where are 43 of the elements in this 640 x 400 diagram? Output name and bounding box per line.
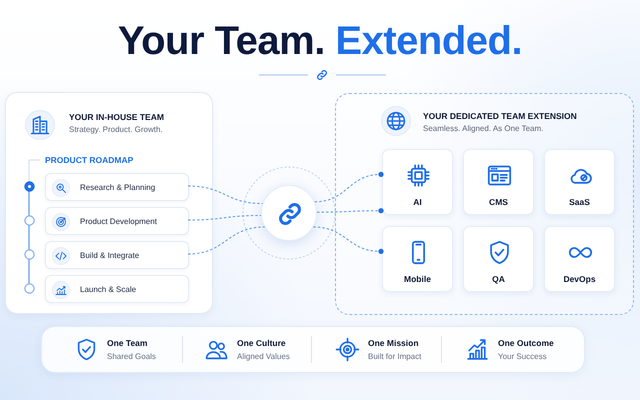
panel-heading: YOUR IN-HOUSE TEAM bbox=[69, 112, 164, 123]
step-card bbox=[45, 207, 189, 235]
step-card bbox=[45, 173, 189, 201]
values-bar bbox=[41, 326, 585, 373]
item-title: One Team bbox=[107, 338, 148, 349]
connector-line bbox=[188, 186, 264, 204]
service-tile bbox=[544, 226, 615, 292]
service-tile bbox=[382, 149, 453, 215]
connector-line bbox=[188, 226, 266, 254]
tile-label: AI bbox=[413, 197, 422, 208]
tile-label: CMS bbox=[489, 197, 508, 208]
tile-label: Mobile bbox=[404, 274, 431, 285]
step-label: Build & Integrate bbox=[80, 250, 140, 261]
step-card bbox=[45, 241, 189, 269]
connector-line bbox=[188, 214, 262, 220]
item-subtitle: Aligned Values bbox=[237, 351, 290, 362]
service-tile bbox=[463, 226, 534, 292]
service-tile bbox=[544, 149, 615, 215]
service-tile bbox=[382, 226, 453, 292]
step-label: Launch & Scale bbox=[80, 284, 136, 295]
panel-subtitle: Strategy. Product. Growth. bbox=[69, 124, 163, 135]
item-title: One Outcome bbox=[498, 338, 554, 349]
section-heading: PRODUCT ROADMAP bbox=[45, 155, 134, 166]
panel-heading: YOUR DEDICATED TEAM EXTENSION bbox=[423, 111, 577, 122]
tile-label: DevOps bbox=[563, 274, 596, 285]
title: Your Team. Extended. bbox=[116, 18, 524, 64]
team-panel bbox=[5, 92, 213, 314]
item-title: One Culture bbox=[237, 338, 286, 349]
service-tile bbox=[463, 149, 534, 215]
connector-line bbox=[312, 226, 384, 254]
tile-label: SaaS bbox=[569, 197, 590, 208]
item-title: One Mission bbox=[368, 338, 419, 349]
panel-subtitle: Seamless. Aligned. As One Team. bbox=[423, 123, 544, 134]
step-label: Product Development bbox=[80, 216, 157, 227]
tile-label: QA bbox=[492, 274, 505, 285]
item-subtitle: Built for Impact bbox=[368, 351, 422, 362]
step-label: Research & Planning bbox=[80, 182, 156, 193]
connector-line bbox=[316, 208, 384, 214]
step-card bbox=[45, 275, 189, 303]
connector-line bbox=[314, 172, 384, 202]
item-subtitle: Shared Goals bbox=[107, 351, 156, 362]
item-subtitle: Your Success bbox=[498, 351, 547, 362]
extension-panel bbox=[335, 93, 634, 315]
